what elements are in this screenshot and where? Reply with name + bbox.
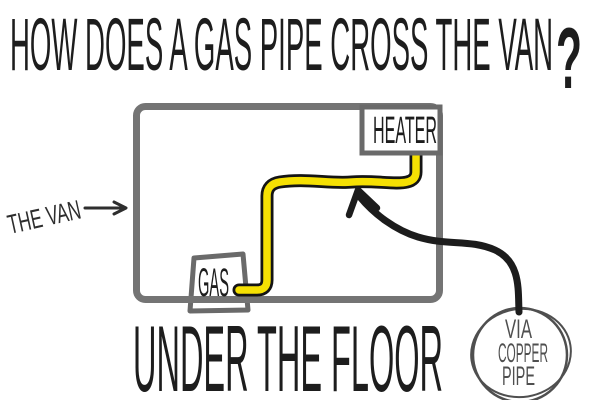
copper-note-line1: VIA (505, 314, 532, 344)
floor-caption: UNDER THE FLOOR (133, 306, 443, 400)
copper-pipe-arrowhead-icon (345, 186, 381, 219)
page-title: HOW DOES A GAS PIPE CROSS THE VAN (10, 3, 553, 86)
copper-pipe-arrow (356, 193, 523, 316)
copper-note-line3: PIPE (502, 361, 535, 391)
title-question-mark: ? (556, 11, 582, 107)
gas-pipe (235, 148, 420, 294)
gas-label: GAS (198, 261, 229, 305)
copper-note-line2: COPPER (498, 338, 548, 368)
heater-box (359, 104, 443, 156)
van-label: THE VAN (5, 195, 84, 240)
heater-label: HEATER (373, 110, 437, 152)
van-pointer-arrowhead-icon (112, 200, 128, 216)
copper-note-oval-sketch (470, 307, 572, 399)
van-outline (133, 103, 443, 303)
